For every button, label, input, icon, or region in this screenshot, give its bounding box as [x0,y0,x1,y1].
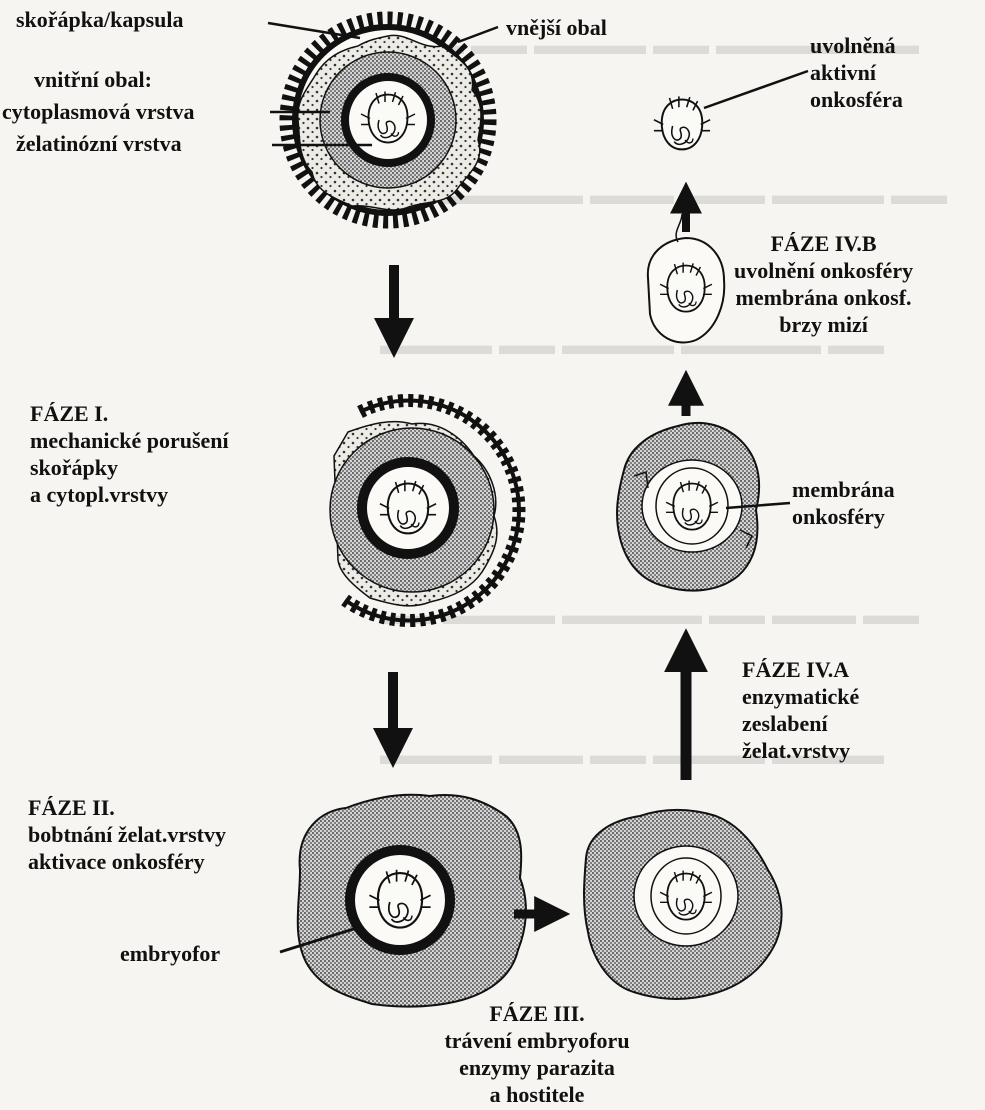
phase-4b-onco [648,214,724,342]
inner-envelope-label: vnitřní obal: [34,66,152,93]
phase-1-label: FÁZE I. mechanické porušení skořápky a c… [30,400,229,508]
phase-4b-title: FÁZE IV.B [734,230,913,257]
phase-4a-label: FÁZE IV.A enzymatické zeslabení želat.vr… [742,656,859,764]
cytoplasmic-layer-label: cytoplasmová vrstva [2,98,194,125]
phase-3-egg [584,810,782,999]
shell-label: skořápka/kapsula [16,6,184,33]
embryophore-label: embryofor [120,940,220,967]
phase-4a-title: FÁZE IV.A [742,656,859,683]
intact-egg [286,18,490,222]
gelatinous-layer-label: želatinózní vrstva [16,130,182,157]
phase-2-egg [298,795,526,1007]
membrane-label: membrána onkosféry [792,476,895,530]
phase-1-egg [330,401,519,621]
phase-2-title: FÁZE II. [28,794,226,821]
phase-3-title: FÁZE III. [382,1000,692,1027]
phase-3-label: FÁZE III. trávení embryoforu enzymy para… [382,1000,692,1108]
phase-2-label: FÁZE II. bobtnání želat.vrstvy aktivace … [28,794,226,875]
phase-4b-label: FÁZE IV.B uvolnění onkosféry membrána on… [734,230,913,338]
released-oncosphere [654,96,710,149]
released-oncosphere-label: uvolněná aktivní onkosféra [810,32,903,113]
phase-1-title: FÁZE I. [30,400,229,427]
outer-envelope-label: vnější obal [506,14,607,41]
